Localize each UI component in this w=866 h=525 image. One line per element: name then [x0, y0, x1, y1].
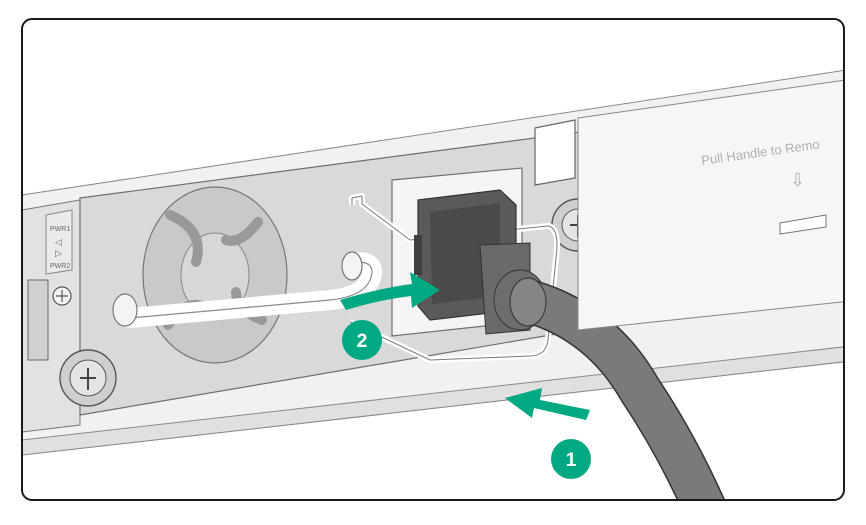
- filler-panel-latch: [534, 119, 576, 186]
- cable-strain-relief: [509, 277, 547, 327]
- handle-right-end: [341, 251, 363, 281]
- blank-filler-panel: [577, 77, 844, 331]
- step-badge-2: 2: [342, 320, 382, 360]
- diagram-frame: [21, 18, 845, 501]
- pull-down-arrow-icon: ⇩: [790, 170, 805, 190]
- step-badge-2-label: 2: [357, 331, 368, 352]
- step-badge-1: 1: [551, 439, 591, 479]
- handle-left-end: [112, 293, 138, 327]
- fan-icon: [142, 186, 288, 364]
- filler-pull-tab: [779, 214, 827, 235]
- pwr1-label: PWR1: [50, 226, 70, 233]
- pwr-arrow-down-icon: ▷: [55, 248, 62, 258]
- step-badge-1-label: 1: [566, 450, 577, 471]
- pwr2-label: PWR2: [50, 263, 70, 270]
- pwr-arrow-up-icon: ◁: [55, 237, 62, 247]
- pwr-indicator-panel: [45, 209, 73, 275]
- left-slot-bracket: [27, 279, 49, 361]
- captive-screw-icon: [59, 349, 117, 407]
- step-2-curved-arrow-icon: [340, 272, 440, 310]
- step-1-arrow-icon: [505, 388, 590, 420]
